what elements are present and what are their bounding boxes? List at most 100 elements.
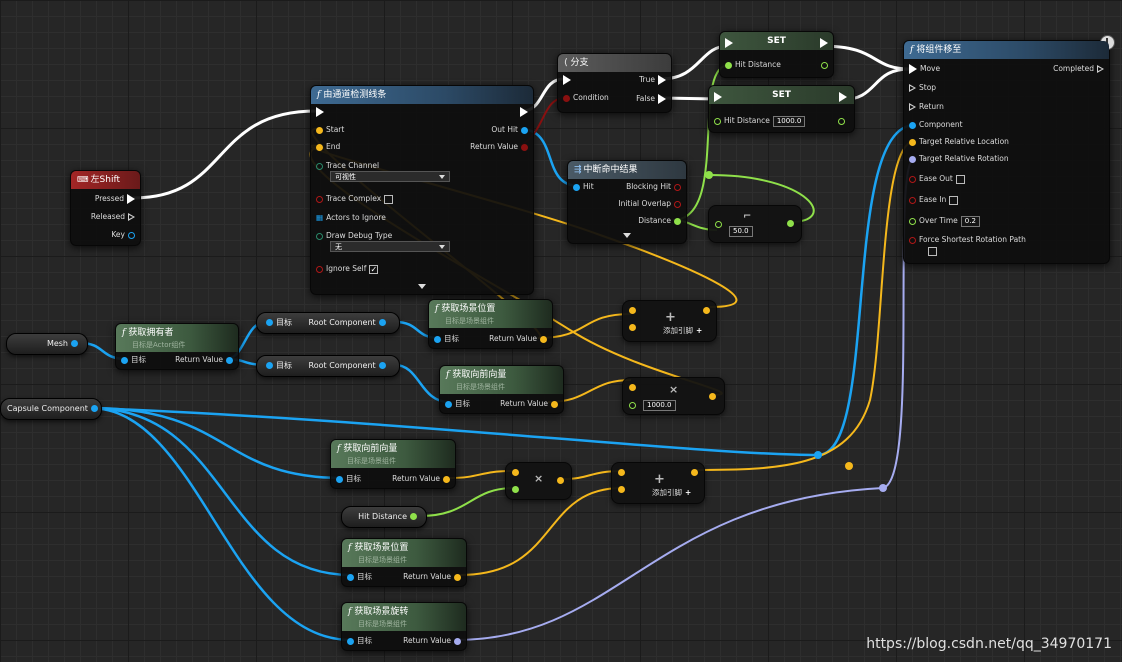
target-pin[interactable] <box>266 319 273 326</box>
target-location-row[interactable]: Target Relative Location <box>906 136 1009 148</box>
target-location-pin[interactable] <box>909 138 916 146</box>
return-value-pin[interactable] <box>454 573 461 581</box>
set2-exec-out[interactable] <box>836 91 850 103</box>
add1-in-b[interactable] <box>626 321 639 333</box>
over-time-value-field[interactable]: 0.2 <box>960 215 980 227</box>
vector-add-node-1[interactable]: + 添加引脚+ <box>622 300 717 342</box>
true-row[interactable]: True <box>639 74 669 86</box>
out-hit-pin-row[interactable]: Out Hit <box>491 124 531 136</box>
add2-add-pin-button[interactable]: 添加引脚+ <box>652 487 691 499</box>
exec-in-pin[interactable] <box>714 92 722 102</box>
compare-value-field[interactable]: 50.0 <box>729 225 753 237</box>
return-exec-pin[interactable] <box>909 102 916 112</box>
reroute-node[interactable] <box>845 462 853 470</box>
mult1-out[interactable] <box>706 390 719 402</box>
float-compare-node[interactable]: 50.0 ⌐ <box>708 205 802 243</box>
vector-add-node-2[interactable]: + 添加引脚+ <box>611 462 705 504</box>
blocking-hit-row[interactable]: Blocking Hit <box>626 181 684 193</box>
ease-out-pin[interactable] <box>909 175 916 183</box>
trace-complex-row[interactable]: Trace Complex <box>313 193 394 205</box>
root-component-node-1[interactable]: 目标 Root Component <box>256 312 400 334</box>
return-row[interactable]: Return Value <box>500 398 561 410</box>
reroute-node[interactable] <box>814 451 822 459</box>
compare-out[interactable] <box>784 217 797 229</box>
mult1-out-pin[interactable] <box>709 392 716 400</box>
capsule-out-pin[interactable] <box>90 405 98 412</box>
compare-in-a[interactable] <box>712 218 725 230</box>
hit-distance-variable-node[interactable]: Hit Distance <box>341 506 427 528</box>
left-shift-event-node[interactable]: ⌨左Shift Pressed Released Key <box>70 170 141 246</box>
ease-out-row[interactable]: Ease Out <box>906 173 965 185</box>
return-value-pin[interactable] <box>551 400 558 408</box>
target-pin[interactable] <box>434 335 441 343</box>
exec-out-pin[interactable] <box>820 38 828 48</box>
mult2-a-pin[interactable] <box>512 468 519 476</box>
mult1-in-a[interactable] <box>626 381 639 393</box>
vector-multiply-node-1[interactable]: 1000.0 × <box>622 377 725 415</box>
return-row[interactable]: Return Value <box>489 333 550 345</box>
target-rotation-pin[interactable] <box>909 155 916 163</box>
add2-out-pin[interactable] <box>691 468 698 476</box>
hit-distance-out-pin[interactable] <box>410 513 417 520</box>
root-component-out-pin[interactable] <box>378 319 386 326</box>
add1-in-a[interactable] <box>626 304 639 316</box>
target-pin[interactable] <box>445 400 452 408</box>
root-component-out-pin[interactable] <box>378 362 386 369</box>
ease-in-row[interactable]: Ease In <box>906 194 959 206</box>
add2-out[interactable] <box>688 466 701 478</box>
set2-out-row[interactable] <box>835 115 848 127</box>
move-exec-pin[interactable] <box>909 64 917 74</box>
set2-exec-in[interactable] <box>711 91 725 103</box>
target-rotation-row[interactable]: Target Relative Rotation <box>906 153 1009 165</box>
hit-row[interactable]: Hit <box>570 181 594 193</box>
condition-row[interactable]: Condition <box>560 92 609 104</box>
false-row[interactable]: False <box>636 93 669 105</box>
draw-debug-pin[interactable] <box>316 232 323 240</box>
force-shortest-checkbox[interactable] <box>928 246 937 256</box>
ease-out-checkbox[interactable] <box>955 174 965 184</box>
completed-row[interactable]: Completed <box>1053 63 1107 75</box>
over-time-pin[interactable] <box>909 217 916 225</box>
mult1-value-field[interactable]: 1000.0 <box>643 399 676 411</box>
completed-exec-pin[interactable] <box>1097 64 1104 74</box>
set-hit-distance-node-1[interactable]: SET Hit Distance <box>719 31 834 78</box>
exec-in-pin[interactable] <box>725 38 733 48</box>
add2-in-a[interactable] <box>615 466 628 478</box>
trace-complex-pin[interactable] <box>316 195 323 203</box>
mult2-b-pin[interactable] <box>512 485 519 493</box>
mesh-variable-node[interactable]: Mesh <box>6 333 88 355</box>
get-owner-target-row[interactable]: 目标 <box>118 354 146 366</box>
target-row[interactable]: 目标 <box>442 398 470 410</box>
start-pin-row[interactable]: Start <box>313 124 344 136</box>
component-pin[interactable] <box>909 121 916 129</box>
ignore-self-row[interactable]: Ignore Self✓ <box>313 263 379 275</box>
add1-out[interactable] <box>700 304 713 316</box>
get-owner-return-row[interactable]: Return Value <box>175 354 236 366</box>
target-row[interactable]: 目标 <box>431 333 459 345</box>
blocking-hit-pin[interactable] <box>674 183 681 191</box>
end-pin[interactable] <box>316 143 323 151</box>
compare-a-pin[interactable] <box>715 220 722 228</box>
add2-a-pin[interactable] <box>618 468 625 476</box>
pressed-pin-row[interactable]: Pressed <box>95 193 138 205</box>
add1-a-pin[interactable] <box>629 306 636 314</box>
exec-in-pin[interactable] <box>563 75 571 85</box>
set1-hit-distance-row[interactable]: Hit Distance <box>722 59 781 71</box>
ignore-self-pin[interactable] <box>316 265 323 273</box>
mult1-in-b[interactable]: 1000.0 <box>626 399 676 411</box>
return-value-pin[interactable] <box>454 637 461 645</box>
return-row[interactable]: Return Value <box>403 635 464 647</box>
actors-ignore-row[interactable]: ▦Actors to Ignore <box>313 212 386 224</box>
add1-out-pin[interactable] <box>703 306 710 314</box>
set1-out-row[interactable] <box>818 59 831 71</box>
mult2-out-pin[interactable] <box>557 476 564 484</box>
initial-overlap-pin[interactable] <box>674 200 681 208</box>
move-row[interactable]: Move <box>906 63 940 75</box>
target-pin[interactable] <box>266 362 273 369</box>
